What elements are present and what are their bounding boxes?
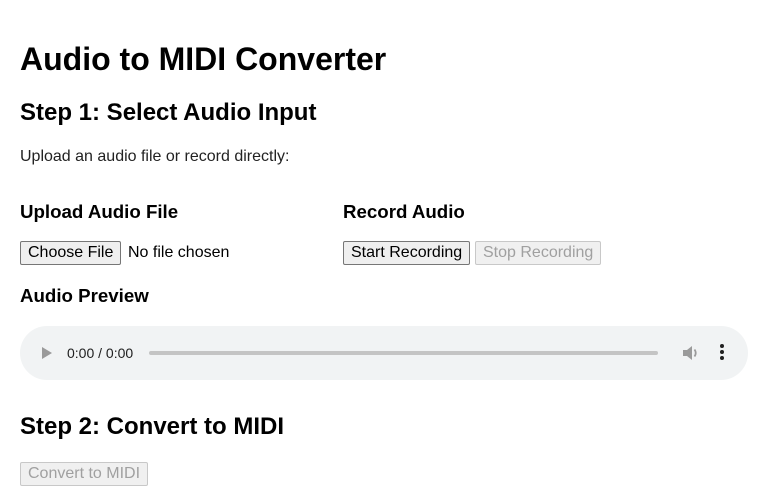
volume-icon[interactable] <box>682 345 700 361</box>
upload-heading: Upload Audio File <box>20 201 179 222</box>
step1-heading: Step 1: Select Audio Input <box>20 99 317 126</box>
convert-to-midi-button[interactable]: Convert to MIDI <box>20 462 149 486</box>
audio-player: 0:00 / 0:00 <box>20 326 748 380</box>
choose-file-button[interactable]: Choose File <box>20 241 122 265</box>
play-icon[interactable] <box>42 347 52 359</box>
more-options-icon[interactable] <box>718 344 726 362</box>
record-heading: Record Audio <box>343 201 465 222</box>
seek-slider[interactable] <box>149 351 658 355</box>
stop-recording-button[interactable]: Stop Recording <box>475 241 602 265</box>
time-display: 0:00 / 0:00 <box>67 345 134 361</box>
page-title: Audio to MIDI Converter <box>20 41 387 77</box>
step2-heading: Step 2: Convert to MIDI <box>20 413 285 440</box>
start-recording-button[interactable]: Start Recording <box>343 241 471 265</box>
preview-heading: Audio Preview <box>20 285 149 306</box>
step1-intro: Upload an audio file or record directly: <box>20 148 290 165</box>
file-status: No file chosen <box>128 244 230 261</box>
